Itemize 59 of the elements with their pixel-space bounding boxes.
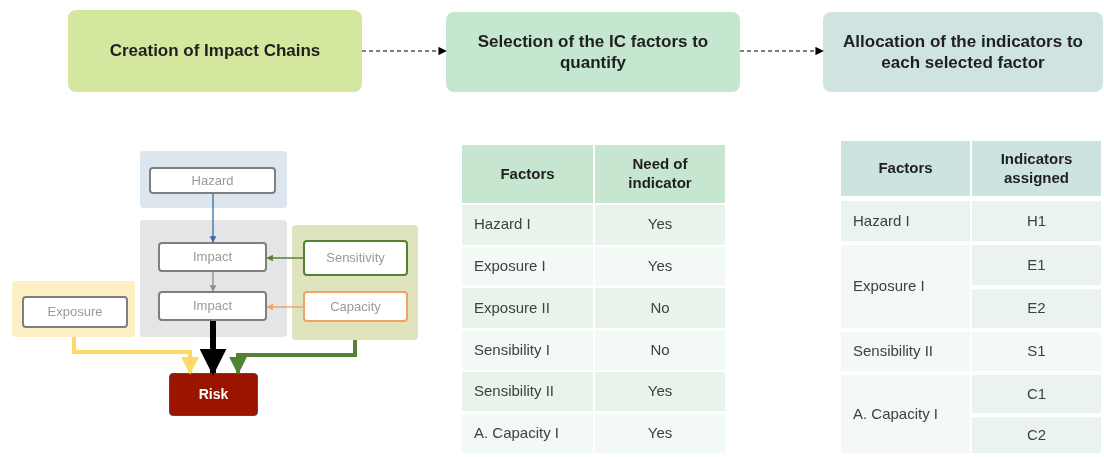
table-cell: H1 [972, 201, 1101, 241]
factor-box [22, 296, 128, 328]
table-cell: Hazard I [841, 201, 970, 241]
group-band [140, 220, 287, 337]
node-label: Impact [193, 297, 232, 316]
group-band [140, 151, 287, 208]
table-cell: Sensibility I [462, 330, 593, 370]
node-label: Selection of the IC factors to quantify [476, 30, 710, 74]
arrow [199, 321, 227, 376]
table-cell: Yes [595, 413, 725, 454]
table-cell: E1 [972, 245, 1101, 285]
table-cell: E2 [972, 289, 1101, 328]
process-box [68, 10, 362, 92]
arrow [739, 46, 824, 56]
node-label: Sensitivity [326, 249, 385, 268]
header-cell: Indicators assigned [972, 141, 1101, 196]
header-cell: Need of indicator [595, 145, 725, 203]
factor-box [149, 167, 276, 194]
header-cell: Factors [462, 145, 593, 203]
header-cell: Factors [841, 141, 970, 196]
table-cell: No [595, 330, 725, 370]
node-label: Allocation of the indicators to each selected factor [842, 30, 1084, 74]
factor-box [303, 291, 408, 322]
arrow [72, 337, 199, 375]
arrow [266, 254, 304, 262]
table-cell: C2 [972, 417, 1101, 453]
node-label: Hazard [191, 171, 234, 190]
process-box [446, 12, 740, 92]
node-label: Impact [193, 248, 232, 267]
arrow [229, 340, 357, 375]
arrow [266, 303, 304, 311]
table-cell: Exposure I [841, 245, 970, 328]
table-cell: Exposure I [462, 246, 593, 287]
table-cell: A. Capacity I [841, 375, 970, 453]
node-label: Creation of Impact Chains [108, 40, 322, 63]
factor-box [303, 240, 408, 276]
arrow [209, 271, 217, 292]
group-band [12, 281, 135, 337]
factor-box [158, 291, 267, 321]
table-cell: Hazard I [462, 205, 593, 245]
group-band [292, 225, 418, 340]
table-cell: Yes [595, 246, 725, 287]
arrow [209, 193, 217, 243]
node-label: Exposure [47, 303, 103, 322]
table-cell: Sensibility II [462, 371, 593, 412]
risk-box [169, 373, 258, 416]
table-cell: Yes [595, 371, 725, 412]
arrow [361, 46, 447, 56]
node-label: Capacity [330, 297, 381, 316]
table-cell: Yes [595, 205, 725, 245]
factor-box [158, 242, 267, 272]
table-cell: A. Capacity I [462, 413, 593, 454]
node-label: Risk [198, 385, 229, 404]
table-cell: No [595, 288, 725, 329]
table-cell: C1 [972, 375, 1101, 413]
table-cell: S1 [972, 332, 1101, 371]
table-cell: Sensibility II [841, 332, 970, 371]
table-cell: Exposure II [462, 288, 593, 329]
process-box [823, 12, 1103, 92]
